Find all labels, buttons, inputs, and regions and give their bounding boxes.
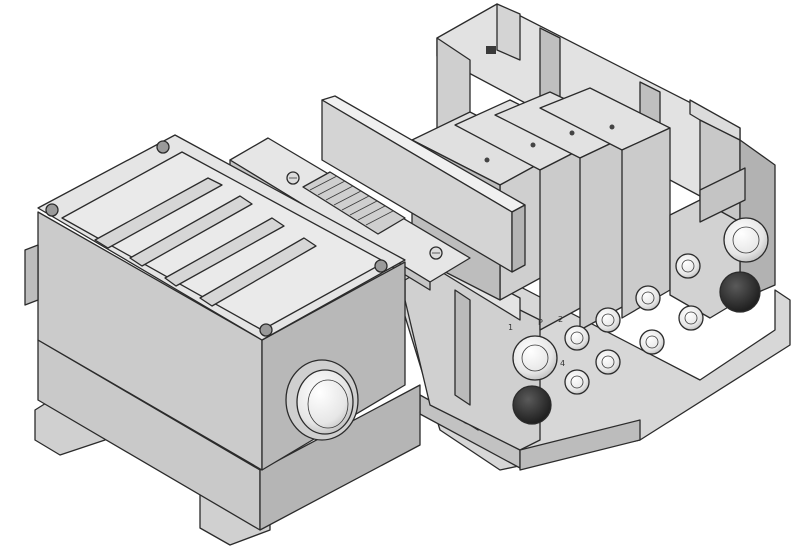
enclosure-box (24, 134, 421, 546)
port-icon (678, 305, 704, 331)
screw-icon (259, 323, 273, 337)
large-port-icon (723, 217, 769, 263)
port-icon (595, 349, 621, 375)
port-label: 1 (508, 323, 513, 332)
valve-station-4 (539, 87, 671, 319)
slot-icon (486, 46, 496, 54)
port-label: 2 (558, 315, 563, 324)
pin-slot-block (302, 171, 406, 235)
valve-station-3 (494, 91, 636, 331)
screw-icon (374, 259, 388, 273)
supply-exhaust-ports (512, 217, 769, 425)
large-port-icon (512, 335, 558, 381)
port-icon (635, 285, 661, 311)
station-ports (564, 253, 704, 395)
port-icon (564, 325, 590, 351)
plug-icon (512, 385, 552, 425)
plug-icon (719, 271, 761, 313)
port-icon (595, 307, 621, 333)
port-icon (564, 369, 590, 395)
screw-icon (156, 140, 170, 154)
port-icon (639, 329, 665, 355)
screw-icon (45, 203, 59, 217)
port-labels: 2 4 P 1 (508, 315, 565, 368)
port-label: 4 (560, 359, 565, 368)
port-label: P (538, 318, 543, 327)
port-icon (675, 253, 701, 279)
divider-plate (321, 95, 526, 273)
